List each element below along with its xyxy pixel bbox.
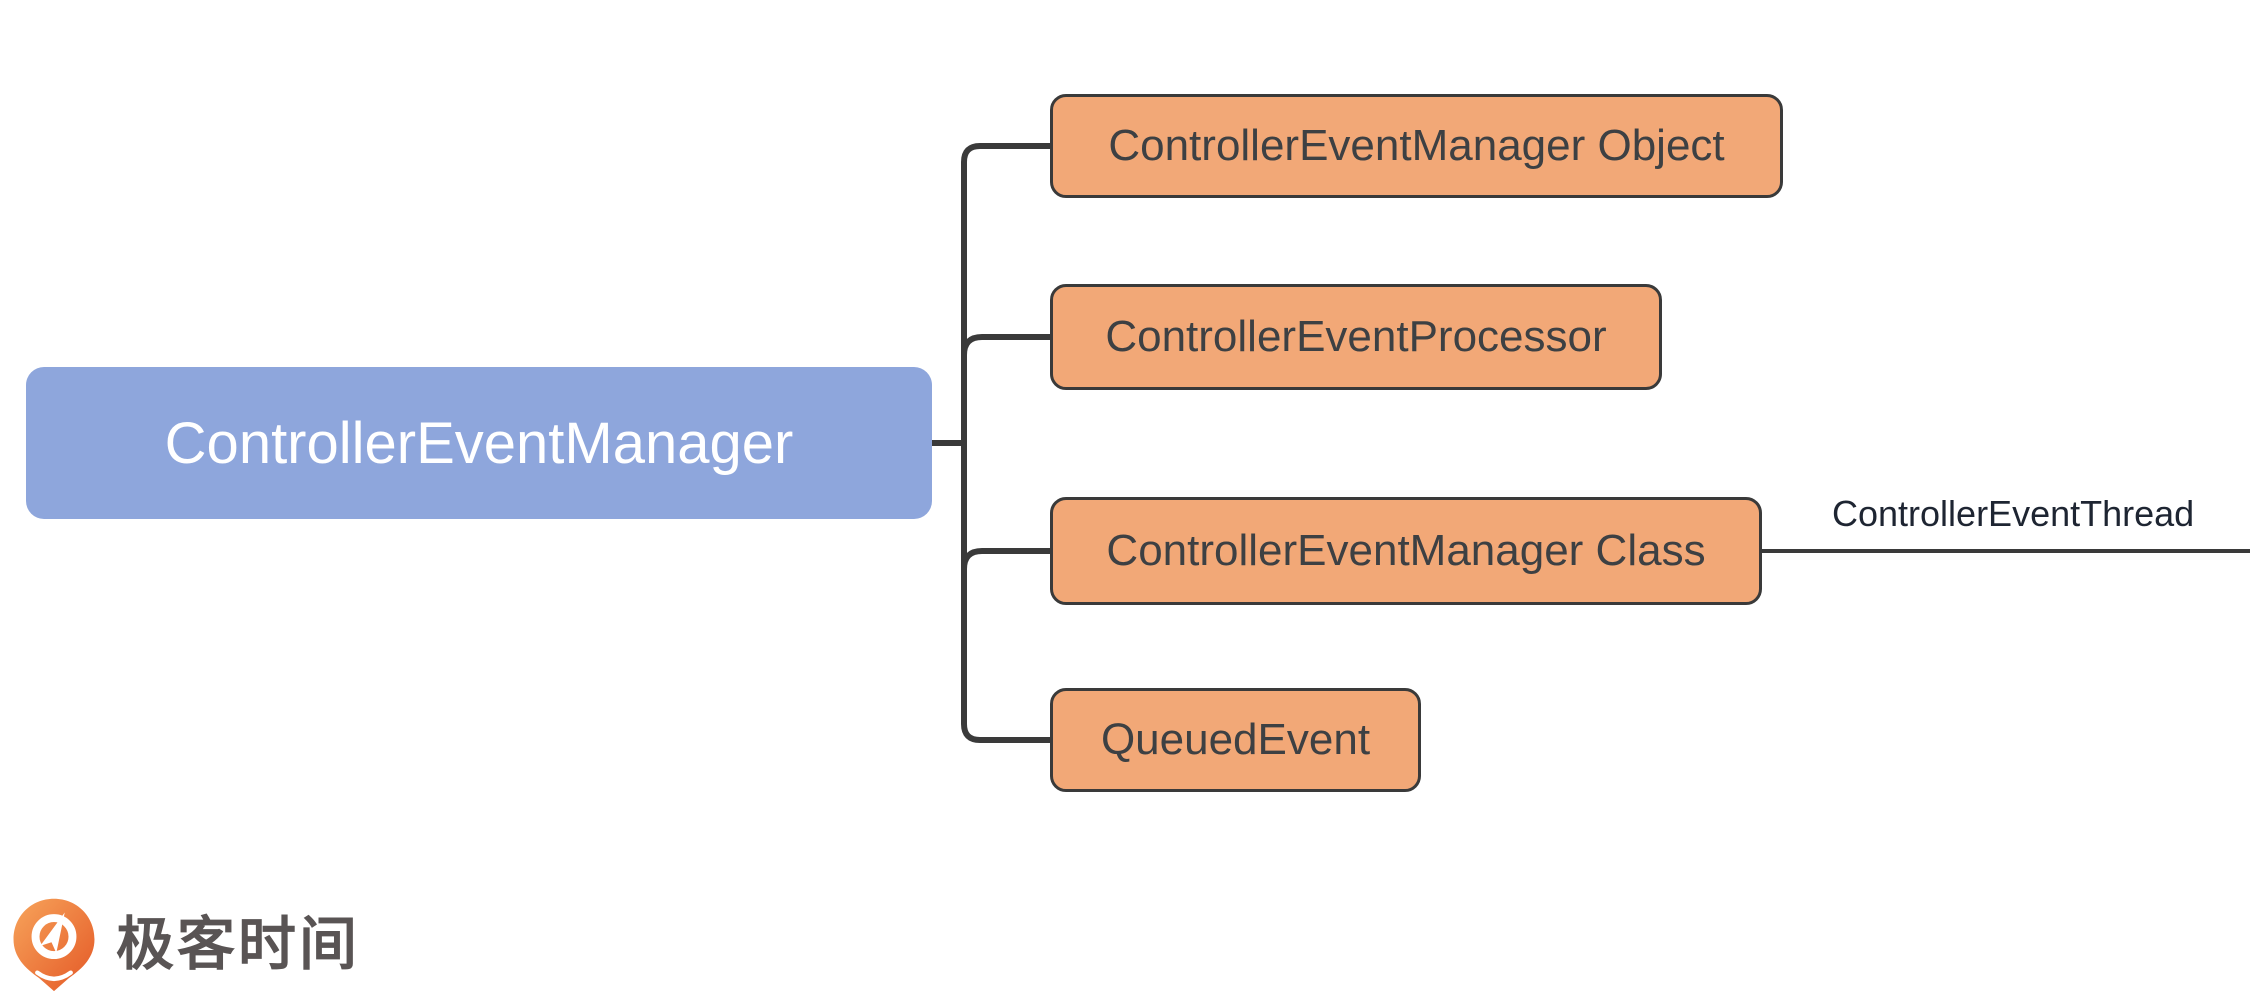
- geektime-pin-icon: [13, 898, 95, 992]
- node-controller-event-processor[interactable]: ControllerEventProcessor: [1050, 284, 1662, 390]
- node-controller-event-manager-class[interactable]: ControllerEventManager Class: [1050, 497, 1762, 605]
- node-queued-event[interactable]: QueuedEvent: [1050, 688, 1421, 792]
- node-controller-event-manager-object[interactable]: ControllerEventManager Object: [1050, 94, 1783, 198]
- node-label: ControllerEventThread: [1832, 493, 2195, 534]
- node-label: ControllerEventProcessor: [1105, 312, 1607, 361]
- node-label: QueuedEvent: [1100, 715, 1371, 764]
- geektime-logo: 极客时间: [10, 896, 360, 993]
- node-label: ControllerEventManager Object: [1108, 121, 1725, 170]
- branch-connector-child-3: [961, 548, 1052, 570]
- node-controller-event-manager[interactable]: ControllerEventManager: [26, 367, 932, 519]
- node-label: ControllerEventManager: [164, 410, 794, 476]
- branch-connector-child-2: [961, 334, 1052, 356]
- node-controller-event-thread[interactable]: ControllerEventThread: [1832, 496, 2194, 532]
- node-label: ControllerEventManager Class: [1106, 526, 1706, 575]
- trunk-connector: [961, 143, 1052, 743]
- geektime-logo-text: 极客时间: [116, 911, 361, 977]
